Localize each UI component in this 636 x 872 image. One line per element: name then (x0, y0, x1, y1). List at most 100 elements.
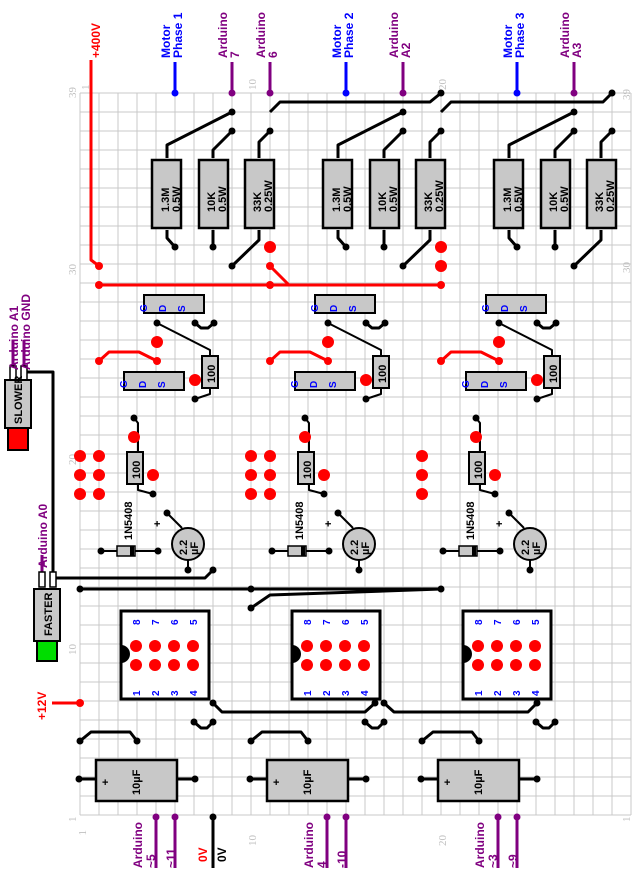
red-hole-marker (489, 469, 501, 481)
solder-joint (437, 127, 445, 135)
solder-joint (371, 699, 379, 707)
capacitor-10u (94, 758, 179, 803)
solder-joint (95, 281, 103, 289)
faster-button (36, 640, 58, 662)
arduino-a0-label: Arduino A0 (36, 503, 50, 568)
resistor-1m3 (492, 158, 525, 230)
resistor-100 (297, 451, 315, 485)
solder-joint (570, 127, 578, 135)
arduino7-label-line1: Arduino (216, 12, 230, 58)
red-hole-marker (416, 469, 428, 481)
solder-joint (133, 737, 141, 745)
zero-v-label-black: 0V (215, 847, 229, 862)
row-number-20: 20 (67, 454, 79, 466)
wire (553, 129, 576, 158)
jumper (194, 321, 215, 330)
bus-jumper (250, 587, 442, 610)
ic-pin-label: 8 (132, 619, 143, 625)
arduino-pin-label: ~11 (164, 848, 178, 868)
solder-joint (266, 127, 274, 135)
solder-joint (76, 737, 84, 745)
red-hole-marker (360, 374, 372, 386)
wire (137, 484, 154, 495)
red-jumper (439, 350, 500, 363)
mosfet-lower (294, 371, 356, 391)
row-number-39: 39 (621, 89, 633, 101)
solder-joint (362, 319, 370, 327)
resistor-100 (201, 355, 219, 389)
solder-joint (399, 262, 407, 270)
solder-joint (184, 566, 192, 574)
solder-joint (152, 813, 160, 821)
arduino7-label-line2: 7 (228, 51, 242, 58)
cap-value: 10µF (302, 769, 314, 795)
row-number-30: 30 (67, 264, 79, 276)
mosfet-pin-label: D (329, 305, 340, 312)
mosfet-pin-label: D (480, 381, 491, 388)
diode-band (472, 546, 476, 556)
cap-plus-sign: + (444, 777, 450, 789)
red-hole-marker (435, 241, 447, 253)
red-hole-marker (187, 659, 199, 671)
ic-pin-label: 7 (151, 619, 162, 625)
wire (382, 129, 405, 158)
ic-pin-label: 6 (341, 619, 352, 625)
wire (165, 230, 177, 248)
resistor-1m3 (321, 158, 354, 230)
resistor-value: 33K (594, 192, 606, 212)
resistor-value: 100 (473, 461, 485, 479)
ic-pin-label: 7 (322, 619, 333, 625)
ic-pin-label: 5 (189, 619, 200, 625)
solder-joint (190, 718, 198, 726)
motor1-label-line1: Motor (159, 24, 173, 58)
red-hole-marker (472, 659, 484, 671)
solder-joint (551, 718, 559, 726)
red-hole-marker (529, 640, 541, 652)
red-hole-marker (187, 640, 199, 652)
slower-ground-wire (26, 370, 55, 578)
arduino-pin-label: ~5 (144, 854, 158, 868)
arduino-label: Arduino (131, 822, 145, 868)
solder-joint (247, 585, 255, 593)
bus-wire (268, 91, 442, 114)
ic-pin-label: 3 (512, 690, 523, 696)
solder-joint (380, 718, 388, 726)
wire (507, 110, 575, 158)
red-hole-marker (128, 431, 140, 443)
solder-joint (399, 127, 407, 135)
mosfet-pin-label: D (138, 381, 149, 388)
resistor-value: 100 (377, 365, 389, 383)
diode-band (301, 546, 305, 556)
mosfet-upper (143, 294, 205, 314)
red-hole-marker (435, 260, 447, 272)
hv-jumper (268, 264, 291, 287)
capacitor-2u2 (513, 527, 547, 561)
resistor-10k (539, 158, 572, 230)
solder-joint (320, 490, 328, 498)
resistor-rating: 0.25W (605, 180, 617, 212)
ic-notch (292, 645, 301, 663)
resistor-value: 10K (206, 192, 218, 212)
red-hole-marker (339, 659, 351, 671)
mosfet-upper (485, 294, 547, 314)
resistor-value: 100 (206, 365, 218, 383)
resistor-33k (414, 158, 447, 230)
cap-value: 2.2 (349, 540, 361, 555)
resistor-33k (585, 158, 618, 230)
gate-wire (327, 322, 382, 356)
solder-joint (342, 243, 350, 251)
arduino6-label-line2: 6 (266, 51, 280, 58)
cap-unit: µF (360, 542, 372, 555)
resistor-100 (126, 451, 144, 485)
plus-12v-label: +12V (35, 692, 49, 720)
solder-joint (171, 813, 179, 821)
arduino-pin-label: -10 (335, 850, 349, 868)
solder-joint (266, 262, 274, 270)
solder-joint (533, 319, 541, 327)
arduino6-label-line1: Arduino (254, 12, 268, 58)
wire (308, 484, 325, 495)
ic-pin-label: 1 (132, 690, 143, 696)
bus-wire (211, 701, 377, 714)
